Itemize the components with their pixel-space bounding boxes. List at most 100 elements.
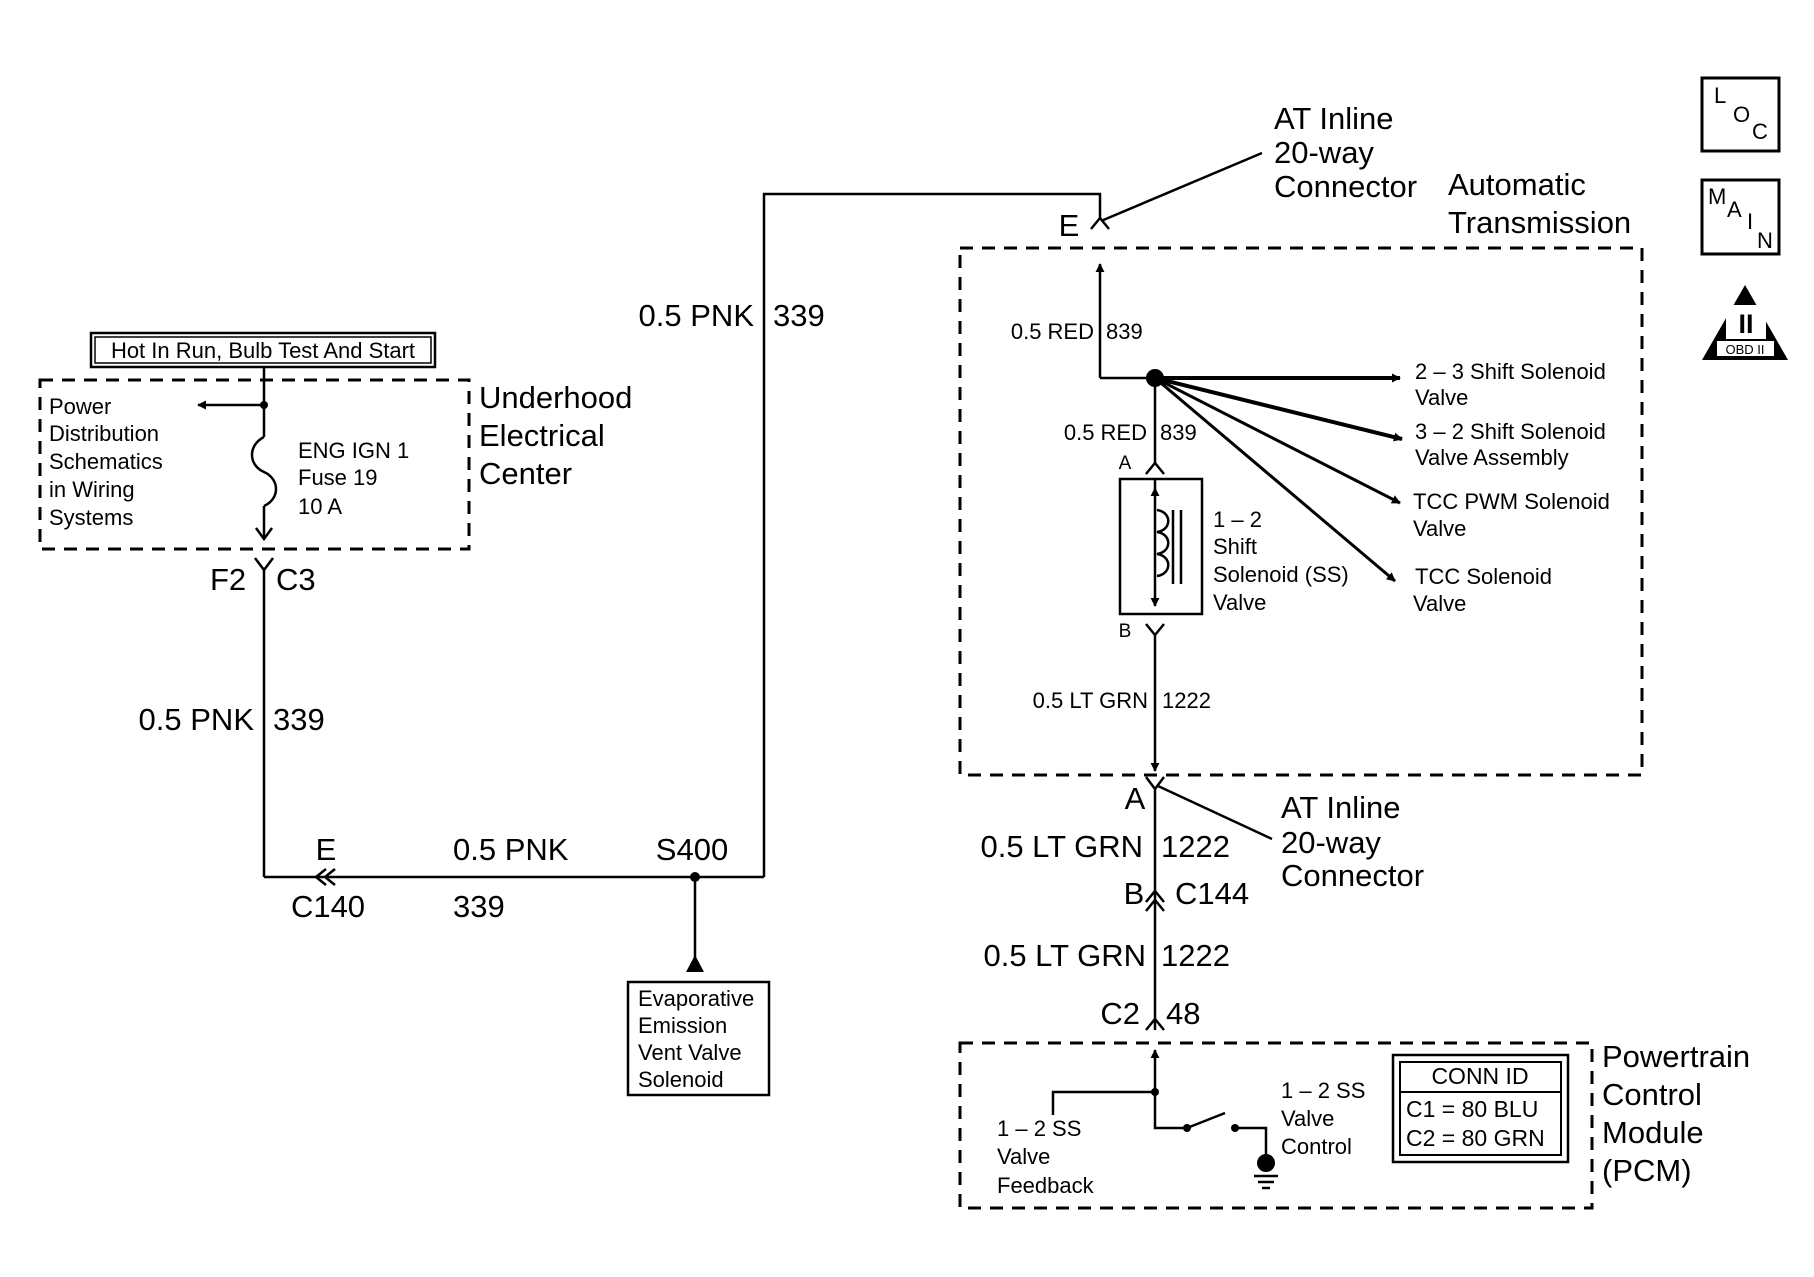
- svg-text:C1 = 80 BLU: C1 = 80 BLU: [1406, 1096, 1538, 1122]
- loc-icon[interactable]: L O C: [1700, 76, 1781, 153]
- svg-text:1222: 1222: [1161, 829, 1230, 864]
- main-icon[interactable]: M A I N: [1700, 178, 1781, 256]
- svg-text:Valve: Valve: [1281, 1106, 1334, 1131]
- wire-1222-b-label: 0.5 LT GRN 1222: [983, 938, 1230, 973]
- svg-text:0.5 PNK: 0.5 PNK: [453, 832, 569, 867]
- connector-c3: F2 C3: [210, 557, 316, 597]
- wire-839-lower-label: 0.5 RED 839: [1064, 420, 1197, 445]
- shift-solenoid-1-2: A B: [1119, 453, 1204, 642]
- svg-text:TCC Solenoid: TCC Solenoid: [1415, 564, 1552, 589]
- svg-text:AT Inline: AT Inline: [1274, 101, 1393, 136]
- svg-text:C140: C140: [291, 889, 365, 924]
- svg-text:I: I: [1747, 209, 1753, 234]
- svg-text:Shift: Shift: [1213, 534, 1257, 559]
- svg-text:3 – 2 Shift Solenoid: 3 – 2 Shift Solenoid: [1415, 419, 1606, 444]
- pcm-internal-circuit: [1051, 1049, 1278, 1190]
- svg-text:339: 339: [273, 702, 325, 737]
- branch-tcc-pwm: [1154, 376, 1401, 505]
- splice-s400: S400: [656, 832, 728, 972]
- svg-text:1 – 2: 1 – 2: [1213, 507, 1262, 532]
- svg-text:Connector: Connector: [1274, 169, 1417, 204]
- svg-text:L: L: [1714, 83, 1726, 108]
- ss-feedback-label: 1 – 2 SS Valve Feedback: [997, 1116, 1095, 1198]
- branch-2-3-shift-label[interactable]: 2 – 3 Shift Solenoid Valve: [1415, 359, 1606, 410]
- svg-text:0.5 LT GRN: 0.5 LT GRN: [980, 829, 1143, 864]
- svg-text:Center: Center: [479, 456, 572, 491]
- svg-text:Solenoid: Solenoid: [638, 1067, 724, 1092]
- fuse-19: [197, 367, 278, 542]
- svg-text:B: B: [1119, 621, 1132, 642]
- power-source-label: Hot In Run, Bulb Test And Start: [89, 331, 437, 369]
- pcm-boundary: [958, 1041, 1594, 1210]
- svg-text:20-way: 20-way: [1281, 825, 1381, 860]
- branch-tcc: [1154, 376, 1396, 583]
- svg-text:Hot In Run, Bulb Test And Star: Hot In Run, Bulb Test And Start: [111, 338, 415, 363]
- svg-text:Systems: Systems: [49, 505, 133, 530]
- svg-text:Vent Valve: Vent Valve: [638, 1040, 742, 1065]
- svg-text:Control: Control: [1602, 1077, 1702, 1112]
- svg-text:Fuse 19: Fuse 19: [298, 465, 378, 490]
- branch-tcc-label[interactable]: TCC Solenoid Valve: [1413, 564, 1552, 616]
- transmission-title: Automatic Transmission: [1448, 167, 1631, 240]
- wire-339-top-label: 0.5 PNK 339: [639, 298, 825, 333]
- svg-text:10 A: 10 A: [298, 494, 342, 519]
- svg-text:0.5 LT GRN: 0.5 LT GRN: [983, 938, 1146, 973]
- svg-text:48: 48: [1166, 996, 1200, 1031]
- svg-text:Underhood: Underhood: [479, 380, 632, 415]
- power-distribution-ref[interactable]: Power Distribution Schematics in Wiring …: [49, 394, 163, 530]
- svg-text:S400: S400: [656, 832, 728, 867]
- svg-text:Connector: Connector: [1281, 858, 1424, 893]
- underhood-center-boundary: [38, 378, 471, 551]
- svg-text:Valve: Valve: [1415, 385, 1468, 410]
- wire-339-bottom-label: 0.5 PNK 339: [453, 832, 569, 924]
- wire-839-upper-label: 0.5 RED 839: [1011, 319, 1143, 344]
- transmission-boundary: [958, 246, 1644, 777]
- svg-text:C2: C2: [1100, 996, 1140, 1031]
- svg-text:2 – 3 Shift Solenoid: 2 – 3 Shift Solenoid: [1415, 359, 1606, 384]
- svg-text:20-way: 20-way: [1274, 135, 1374, 170]
- shift-solenoid-label: 1 – 2 Shift Solenoid (SS) Valve: [1213, 507, 1349, 615]
- svg-text:C: C: [1752, 119, 1768, 144]
- svg-text:B: B: [1124, 876, 1145, 911]
- connector-pcm-c2: C2 48: [1100, 996, 1200, 1031]
- evap-solenoid-ref[interactable]: Evaporative Emission Vent Valve Solenoid: [626, 980, 771, 1097]
- svg-text:Solenoid (SS): Solenoid (SS): [1213, 562, 1349, 587]
- svg-text:Feedback: Feedback: [997, 1173, 1095, 1198]
- svg-text:A: A: [1727, 197, 1742, 222]
- svg-text:Module: Module: [1602, 1115, 1704, 1150]
- svg-text:C144: C144: [1175, 876, 1249, 911]
- svg-text:0.5 PNK: 0.5 PNK: [139, 702, 255, 737]
- svg-text:TCC PWM Solenoid: TCC PWM Solenoid: [1413, 489, 1610, 514]
- svg-text:Valve: Valve: [1413, 591, 1466, 616]
- svg-text:Emission: Emission: [638, 1013, 727, 1038]
- svg-text:Transmission: Transmission: [1448, 205, 1631, 240]
- svg-text:Distribution: Distribution: [49, 421, 159, 446]
- inline-connector-top-label: AT Inline 20-way Connector: [1274, 101, 1417, 204]
- svg-text:1 – 2 SS: 1 – 2 SS: [1281, 1078, 1365, 1103]
- svg-text:839: 839: [1160, 420, 1197, 445]
- obd-ii-icon[interactable]: II OBD II: [1702, 285, 1788, 360]
- underhood-center-title: Underhood Electrical Center: [479, 380, 632, 491]
- branch-3-2-shift-label[interactable]: 3 – 2 Shift Solenoid Valve Assembly: [1415, 419, 1606, 470]
- pcm-title: Powertrain Control Module (PCM): [1602, 1039, 1750, 1188]
- svg-text:1222: 1222: [1161, 938, 1230, 973]
- svg-text:F2: F2: [210, 562, 246, 597]
- svg-text:II: II: [1738, 309, 1753, 339]
- svg-text:A: A: [1125, 781, 1146, 816]
- conn-id-table: CONN ID C1 = 80 BLU C2 = 80 GRN: [1391, 1053, 1570, 1164]
- svg-text:ENG IGN 1: ENG IGN 1: [298, 438, 409, 463]
- svg-text:Schematics: Schematics: [49, 449, 163, 474]
- inline-connector-top: E: [1059, 151, 1263, 243]
- inline-connector-bottom-label: AT Inline 20-way Connector: [1281, 790, 1424, 893]
- svg-text:Power: Power: [49, 394, 111, 419]
- wire-1222-internal-label: 0.5 LT GRN 1222: [1033, 688, 1211, 713]
- branch-tcc-pwm-label[interactable]: TCC PWM Solenoid Valve: [1413, 489, 1610, 541]
- svg-text:Control: Control: [1281, 1134, 1352, 1159]
- svg-text:in Wiring: in Wiring: [49, 477, 135, 502]
- svg-text:E: E: [316, 832, 337, 867]
- svg-text:339: 339: [453, 889, 505, 924]
- svg-text:AT Inline: AT Inline: [1281, 790, 1400, 825]
- ss-control-label: 1 – 2 SS Valve Control: [1281, 1078, 1365, 1159]
- svg-text:Valve: Valve: [1213, 590, 1266, 615]
